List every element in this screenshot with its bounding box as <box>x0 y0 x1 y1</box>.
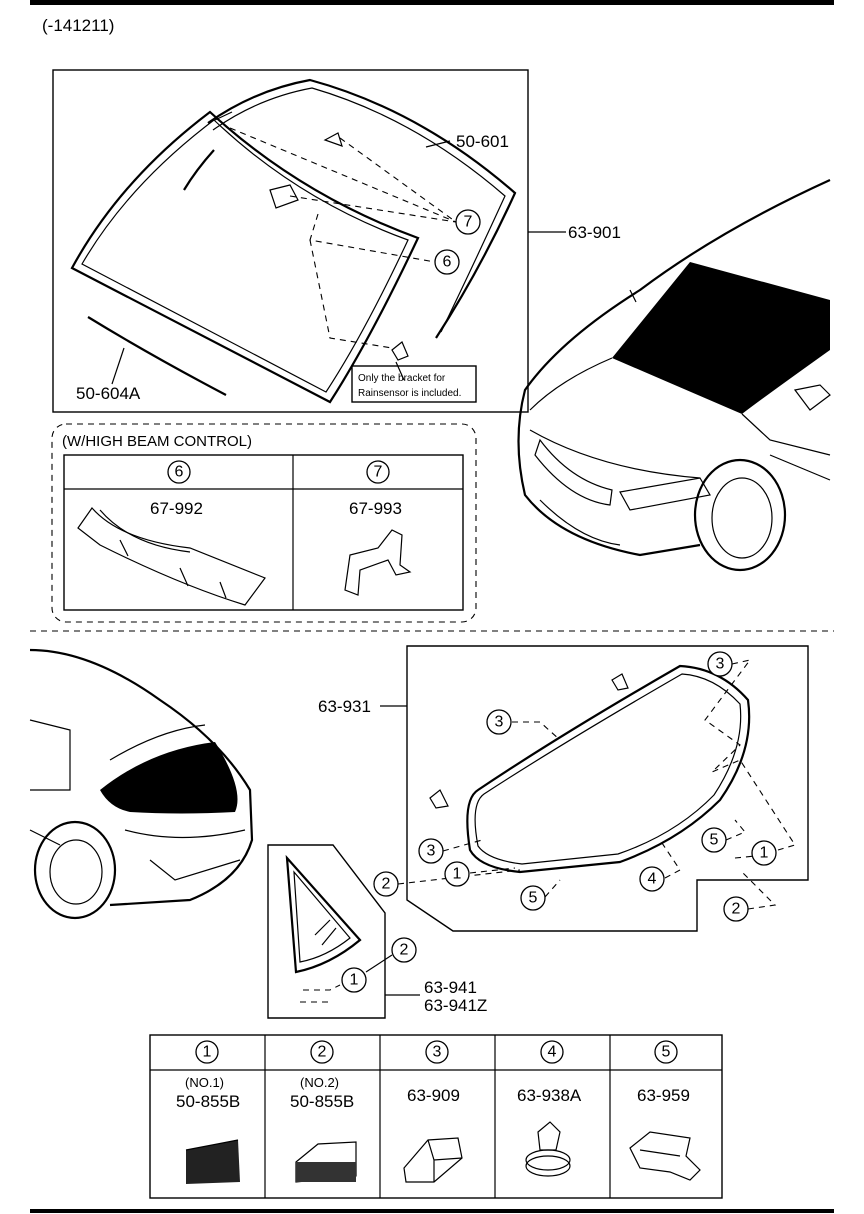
rear-callout-3-top <box>707 651 733 677</box>
quarter-callout-2 <box>391 937 417 963</box>
legend-sub-2: (NO.2) <box>300 1075 339 1090</box>
rear-callout-5-bottom-label: 5 <box>529 890 538 907</box>
legend-part-3: 63-909 <box>407 1086 460 1105</box>
front-car-illustration <box>517 178 831 572</box>
rear-callout-1-left <box>444 861 470 887</box>
windshield-glass <box>70 110 420 404</box>
legend-callout-4-label: 4 <box>548 1044 557 1061</box>
legend-drawing-1 <box>185 1139 240 1184</box>
rear-callout-5-right-label: 5 <box>710 832 719 849</box>
legend-callout-2 <box>310 1040 334 1064</box>
callout-7 <box>455 209 481 235</box>
legend-part-2: 50-855B <box>290 1092 354 1111</box>
rear-callout-3-left-label: 3 <box>427 843 436 860</box>
legend-callout-3 <box>425 1040 449 1064</box>
rear-callout-4-label: 4 <box>648 871 657 888</box>
quarter-callout-2-label: 2 <box>400 942 409 959</box>
windshield-frame <box>52 69 529 413</box>
legend-drawing-3 <box>403 1137 463 1183</box>
quarter-part-b: 63-941Z <box>424 996 487 1015</box>
note-line2: Rainsensor is included. <box>358 388 461 399</box>
rear-callout-1-left-label: 1 <box>453 866 462 883</box>
rear-callout-2-left <box>373 871 399 897</box>
table-callout-6-label: 6 <box>175 464 184 481</box>
quarter-leaders <box>300 984 341 1003</box>
bottom-rule <box>30 1209 834 1213</box>
legend-callout-1 <box>195 1040 219 1064</box>
table-callout-7-label: 7 <box>374 464 383 481</box>
part-67-992-drawing <box>77 507 266 606</box>
lower-molding-part: 50-604A <box>76 384 141 403</box>
rear-callout-3-mid <box>486 709 512 735</box>
rear-callout-2-right <box>723 896 749 922</box>
rear-car-illustration <box>29 648 254 920</box>
legend-part-4: 63-938A <box>517 1086 582 1105</box>
top-rule <box>30 0 834 5</box>
quarter-callout-1 <box>341 967 367 993</box>
rear-callout-2-right-label: 2 <box>732 901 741 918</box>
legend-drawing-2 <box>295 1141 357 1183</box>
molding-part: 50-601 <box>456 132 509 151</box>
windshield-molding <box>183 78 517 339</box>
legend-callout-2-label: 2 <box>318 1044 327 1061</box>
callout-6 <box>434 249 460 275</box>
note-line1: Only the bracket for <box>358 373 446 384</box>
quarter-glass <box>285 854 362 974</box>
glass-part: 63-901 <box>568 223 621 242</box>
legend-callout-5 <box>654 1040 678 1064</box>
rear-glass-part: 63-931 <box>318 697 371 716</box>
quarter-glass-frame <box>267 844 386 1019</box>
rear-callout-5-right <box>701 827 727 853</box>
legend-drawing-5 <box>629 1131 701 1181</box>
legend-part-5: 63-959 <box>637 1086 690 1105</box>
rear-callout-2-left-label: 2 <box>382 876 391 893</box>
rear-callout-5-bottom <box>520 885 546 911</box>
legend-callout-1-label: 1 <box>203 1044 212 1061</box>
quarter-callout-1-label: 1 <box>350 972 359 989</box>
legend-callout-3-label: 3 <box>433 1044 442 1061</box>
callout-6-label: 6 <box>443 254 452 271</box>
table-callout-6 <box>167 460 191 484</box>
legend-table <box>149 1034 723 1199</box>
rear-callout-1-right <box>751 840 777 866</box>
rear-glass-frame <box>406 645 809 932</box>
bracket-shape <box>269 184 299 209</box>
part-67-993: 67-993 <box>349 499 402 518</box>
part-67-993-drawing <box>344 529 412 596</box>
table-callout-7 <box>366 460 390 484</box>
rainsensor-bracket <box>391 341 409 361</box>
legend-sub-1: (NO.1) <box>185 1075 224 1090</box>
rear-callout-4 <box>639 866 665 892</box>
header-code: (-141211) <box>42 16 114 35</box>
callout-7-label: 7 <box>464 214 473 231</box>
high-beam-title: (W/HIGH BEAM CONTROL) <box>62 433 252 450</box>
note-box <box>351 365 477 403</box>
legend-part-1: 50-855B <box>176 1092 240 1111</box>
high-beam-table <box>63 454 464 611</box>
legend-callout-4 <box>540 1040 564 1064</box>
part-67-992: 67-992 <box>150 499 203 518</box>
legend-callout-5-label: 5 <box>662 1044 671 1061</box>
rear-glass <box>429 664 751 874</box>
high-beam-frame <box>51 423 477 623</box>
rear-callout-3-top-label: 3 <box>716 656 725 673</box>
lower-molding <box>87 316 227 396</box>
sensor-mount <box>323 132 343 147</box>
quarter-part-a: 63-941 <box>424 978 477 997</box>
legend-drawing-4 <box>525 1121 571 1177</box>
windshield-leaders <box>111 127 566 385</box>
rear-callout-3-mid-label: 3 <box>495 714 504 731</box>
rear-callout-1-right-label: 1 <box>760 845 769 862</box>
rear-glass-leaders <box>397 659 796 910</box>
rear-callout-3-left <box>418 838 444 864</box>
